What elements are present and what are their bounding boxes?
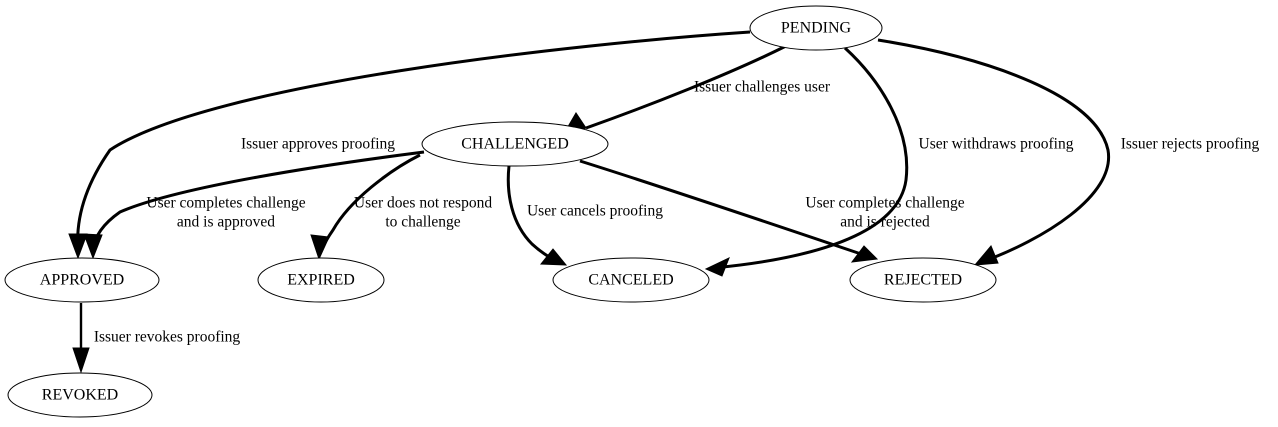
node-revoked[interactable]: REVOKED — [7, 372, 153, 418]
node-rejected[interactable]: REJECTED — [849, 257, 997, 303]
arrowhead-approved-from-pending — [68, 233, 88, 260]
edge-approved-to-revoked[interactable]: Issuer revokes proofing — [72, 303, 241, 374]
node-label-pending: PENDING — [781, 20, 852, 37]
edge-pending-to-canceled[interactable]: User withdraws proofing — [704, 46, 1074, 277]
edge-label-user-completes-challenge-rejected-line1: User completes challenge — [805, 195, 964, 212]
node-ellipse-revoked — [7, 372, 153, 418]
edge-label-issuer-challenges-user: Issuer challenges user — [694, 79, 831, 96]
node-ellipse-rejected — [849, 257, 997, 303]
edge-label-user-completes-challenge-approved-line1: User completes challenge — [146, 195, 305, 212]
arrowhead-rejected-from-challenged — [850, 245, 879, 263]
node-canceled[interactable]: CANCELED — [552, 257, 710, 303]
edge-challenged-to-expired[interactable]: User does not respond to challenge — [310, 153, 492, 261]
edge-label-user-withdraws-proofing: User withdraws proofing — [919, 136, 1074, 153]
edge-pending-to-rejected[interactable]: Issuer rejects proofing — [877, 38, 1260, 266]
edge-label-user-does-not-respond-line2: to challenge — [385, 214, 460, 231]
arrowhead-approved-from-challenged — [83, 233, 103, 260]
edge-challenged-to-rejected[interactable]: User completes challenge and is rejected — [579, 159, 965, 263]
node-label-revoked: REVOKED — [42, 387, 118, 404]
node-label-approved: APPROVED — [40, 272, 124, 289]
edge-path-pending-approved — [76, 30, 751, 251]
arrowhead-expired-from-challenged — [310, 234, 330, 261]
edge-label-user-completes-challenge-approved-line2: and is approved — [177, 214, 275, 231]
edge-label-issuer-approves-proofing: Issuer approves proofing — [241, 136, 395, 153]
arrowhead-revoked-from-approved — [72, 347, 90, 374]
node-label-expired: EXPIRED — [287, 272, 355, 289]
node-expired[interactable]: EXPIRED — [257, 257, 385, 303]
node-ellipse-approved — [4, 257, 160, 303]
edge-challenged-to-canceled[interactable]: User cancels proofing — [506, 165, 663, 266]
edge-pending-to-challenged[interactable]: Issuer challenges user — [560, 44, 831, 138]
node-label-rejected: REJECTED — [884, 272, 962, 289]
edge-path-pending-canceled — [712, 46, 909, 270]
node-challenged[interactable]: CHALLENGED — [421, 121, 609, 167]
edge-pending-to-approved[interactable]: Issuer approves proofing — [68, 30, 751, 260]
edge-challenged-to-approved[interactable]: User completes challenge and is approved — [83, 150, 425, 260]
node-pending[interactable]: PENDING — [749, 5, 883, 51]
edge-path-challenged-rejected — [579, 159, 871, 259]
node-ellipse-canceled — [552, 257, 710, 303]
edge-path-pending-challenged — [585, 44, 787, 130]
node-label-challenged: CHALLENGED — [461, 136, 569, 153]
edge-label-user-cancels-proofing: User cancels proofing — [527, 203, 663, 220]
node-ellipse-challenged — [421, 121, 609, 167]
node-ellipse-expired — [257, 257, 385, 303]
arrowhead-rejected-from-pending — [973, 245, 999, 266]
edge-path-challenged-approved — [91, 150, 425, 251]
node-label-canceled: CANCELED — [588, 272, 673, 289]
edge-label-issuer-rejects-proofing: Issuer rejects proofing — [1121, 136, 1260, 153]
edge-label-issuer-revokes-proofing: Issuer revokes proofing — [94, 329, 241, 346]
edge-path-pending-rejected — [877, 38, 1111, 264]
edge-label-user-completes-challenge-rejected-line2: and is rejected — [840, 214, 930, 231]
arrowhead-canceled-from-pending — [704, 257, 730, 277]
node-approved[interactable]: APPROVED — [4, 257, 160, 303]
edge-label-user-does-not-respond-line1: User does not respond — [354, 195, 492, 212]
arrowhead-canceled-from-challenged — [539, 248, 568, 266]
node-ellipse-pending — [749, 5, 883, 51]
